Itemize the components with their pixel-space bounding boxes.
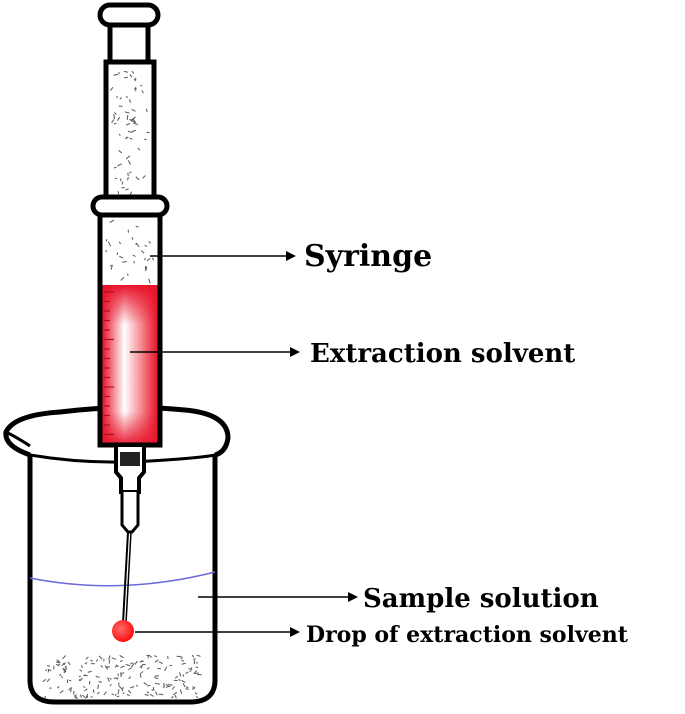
beaker-rim-inner bbox=[29, 453, 216, 464]
barrel-flange bbox=[90, 194, 170, 218]
callout-arrows bbox=[130, 251, 358, 637]
plunger-neck bbox=[107, 25, 151, 65]
label-drop: Drop of extraction solvent bbox=[306, 622, 629, 648]
barrel-graduations bbox=[104, 291, 114, 436]
label-extraction-solvent: Extraction solvent bbox=[310, 339, 575, 369]
label-syringe: Syringe bbox=[304, 239, 432, 274]
beaker bbox=[3, 404, 231, 705]
barrel-speckles bbox=[105, 219, 155, 284]
beaker-spout bbox=[5, 430, 31, 448]
needle bbox=[122, 531, 129, 624]
beaker-sediment bbox=[42, 654, 202, 699]
label-sample-solution: Sample solution bbox=[363, 584, 599, 614]
plunger-speckles bbox=[110, 70, 150, 197]
plunger-cap bbox=[97, 2, 161, 28]
syringe bbox=[90, 2, 170, 624]
sample-solution-surface bbox=[29, 571, 216, 587]
beaker-body bbox=[27, 455, 218, 705]
extraction-solvent-shade bbox=[102, 285, 158, 443]
needle-sleeve bbox=[120, 492, 140, 534]
plunger-rod bbox=[103, 59, 157, 200]
extraction-solvent-drop bbox=[112, 620, 134, 642]
